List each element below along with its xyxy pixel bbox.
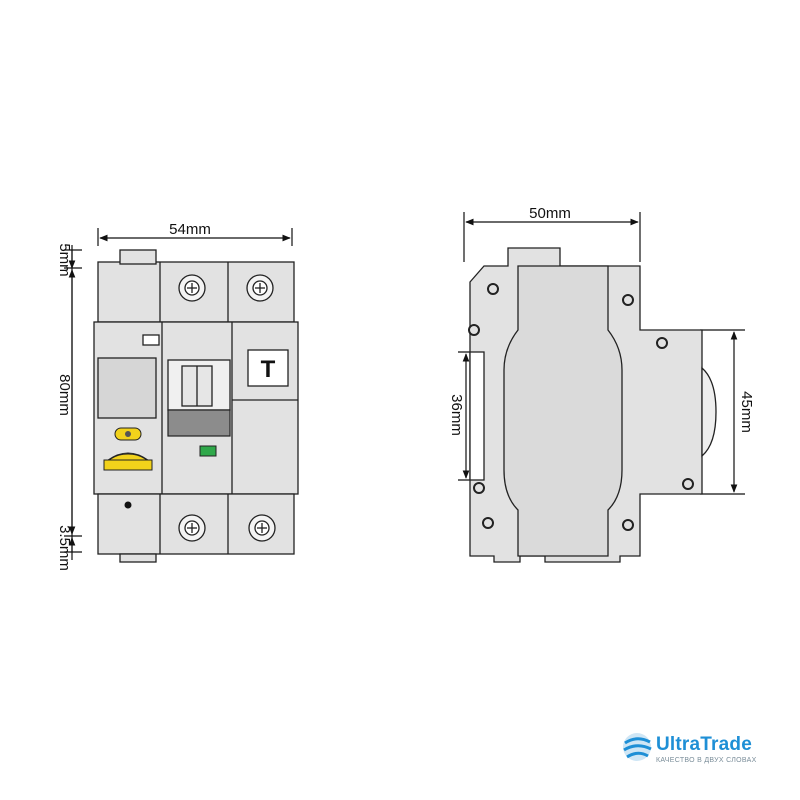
- breaker-handle[interactable]: [167, 359, 231, 437]
- bottom-right-terminal-screw: [248, 514, 276, 542]
- depth-label: 50mm: [529, 205, 571, 222]
- height-dimensions: 5mm 80mm 3.5mm: [56, 243, 82, 571]
- trip-indicator: [114, 427, 142, 441]
- test-button-label: T: [261, 356, 276, 383]
- reset-knob[interactable]: [103, 452, 153, 471]
- ultratrade-logo: UltraTrade КАЧЕСТВО В ДВУХ СЛОВАХ: [620, 728, 790, 776]
- width-dimension: 54mm: [97, 221, 293, 246]
- top-margin-label: 5mm: [56, 243, 73, 276]
- height-label: 80mm: [56, 374, 73, 416]
- front-view: 54mm 5mm 80mm 3.5mm: [56, 221, 299, 571]
- breaker-front-body: T: [93, 249, 299, 563]
- logo-tagline: КАЧЕСТВО В ДВУХ СЛОВАХ: [656, 757, 757, 764]
- bottom-margin-label: 3.5mm: [56, 525, 73, 571]
- depth-dimension: 50mm: [463, 205, 641, 262]
- globe-logo-icon: [623, 733, 652, 761]
- side-view: 50mm 36mm 45mm: [448, 205, 755, 563]
- logo-name: UltraTrade: [656, 734, 752, 755]
- width-label: 54mm: [169, 221, 211, 238]
- front-height-dimension: 45mm: [700, 329, 755, 495]
- top-right-terminal-screw: [246, 274, 274, 302]
- bottom-left-terminal-screw: [178, 514, 206, 542]
- top-left-terminal-screw: [178, 274, 206, 302]
- status-indicator-green: [199, 445, 217, 457]
- test-button[interactable]: T: [247, 349, 289, 387]
- front-height-label: 45mm: [738, 391, 755, 433]
- breaker-side-body: [468, 247, 717, 563]
- rail-label: 36mm: [448, 394, 465, 436]
